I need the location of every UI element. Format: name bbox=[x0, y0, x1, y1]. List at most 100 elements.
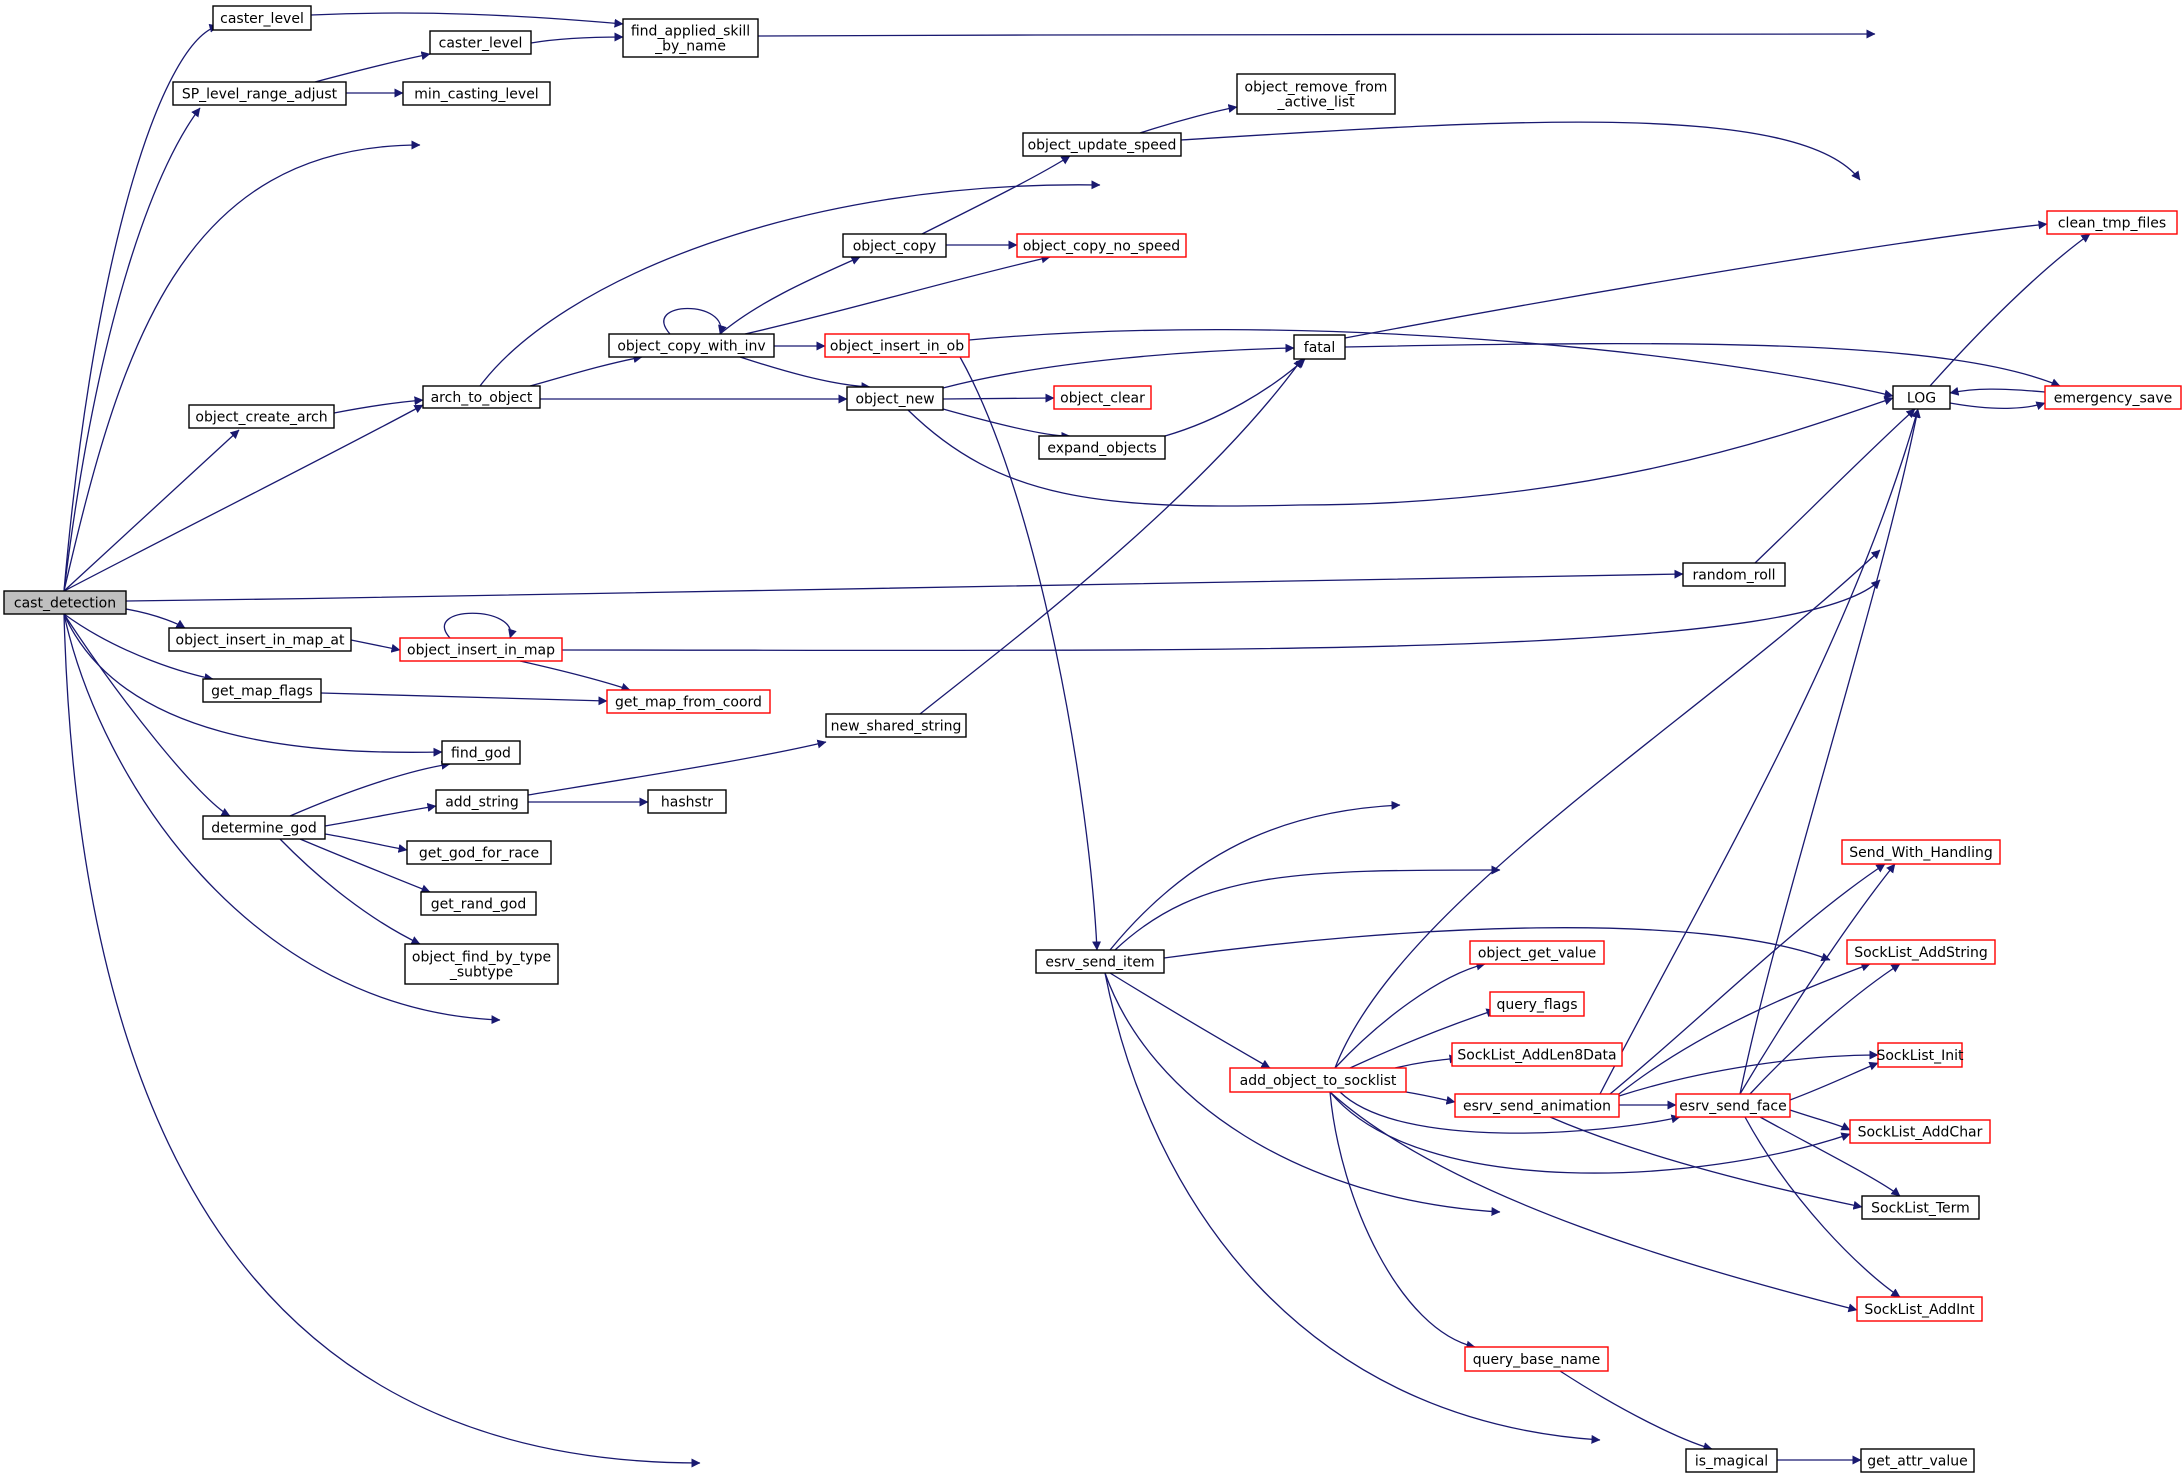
node-socklist-term[interactable]: SockList_Term bbox=[1861, 1195, 1980, 1220]
edge-line bbox=[527, 739, 827, 796]
node-label: get_god_for_race bbox=[419, 846, 539, 862]
node-esrv-send-face[interactable]: esrv_send_face bbox=[1675, 1093, 1791, 1118]
node-object-remove-from-active-list[interactable]: object_remove_from_active_list bbox=[1236, 73, 1396, 115]
edge-esrv_send_animation-to-send_with_handling bbox=[1609, 863, 1886, 1095]
node-send-with-handling[interactable]: Send_With_Handling bbox=[1841, 839, 2001, 865]
node-label: esrv_send_face bbox=[1679, 1099, 1786, 1115]
node-caster-level-1[interactable]: caster_level bbox=[212, 5, 312, 31]
edge-line bbox=[959, 356, 1102, 951]
edge-cast_detection-to-arch_to_object bbox=[63, 404, 424, 592]
node-sp-level-range-adjust[interactable]: SP_level_range_adjust bbox=[172, 81, 347, 106]
edge-determine_god-to-get_god_for_race bbox=[324, 833, 408, 853]
node-label: esrv_send_animation bbox=[1463, 1099, 1611, 1115]
node-object-find-by-type-subtype[interactable]: object_find_by_type_subtype bbox=[404, 943, 559, 985]
node-box bbox=[1464, 1346, 1609, 1372]
node-label: is_magical bbox=[1695, 1454, 1768, 1470]
node-box bbox=[608, 333, 775, 358]
edge-line bbox=[719, 256, 861, 335]
edge-object_insert_in_ob-to-log bbox=[968, 328, 1894, 399]
edge-line bbox=[299, 838, 431, 894]
node-object-clear[interactable]: object_clear bbox=[1053, 385, 1152, 410]
node-new-shared-string[interactable]: new_shared_string bbox=[825, 713, 967, 738]
node-label: Send_With_Handling bbox=[1849, 845, 1992, 861]
node-emergency-save[interactable]: emergency_save bbox=[2044, 385, 2182, 410]
node-query-base-name[interactable]: query_base_name bbox=[1464, 1346, 1609, 1372]
edge-object_copy_with_inv-to-object_copy_with_inv bbox=[663, 307, 727, 335]
node-label: _by_name bbox=[654, 39, 726, 55]
node-box bbox=[1849, 1119, 1991, 1144]
node-object-insert-in-map-at[interactable]: object_insert_in_map_at bbox=[168, 627, 352, 652]
node-arch-to-object[interactable]: arch_to_object bbox=[422, 385, 541, 409]
node-object-insert-in-map[interactable]: object_insert_in_map bbox=[399, 637, 563, 662]
node-random-roll[interactable]: random_roll bbox=[1682, 562, 1786, 587]
node-cast-detection[interactable]: cast_detection bbox=[3, 590, 127, 615]
node-get-rand-god[interactable]: get_rand_god bbox=[420, 891, 537, 916]
node-query-flags[interactable]: query_flags bbox=[1489, 991, 1585, 1017]
node-object-update-speed[interactable]: object_update_speed bbox=[1022, 132, 1182, 157]
node-box bbox=[1469, 940, 1605, 965]
edge-line bbox=[1329, 1091, 1851, 1174]
node-label: object_find_by_type bbox=[412, 950, 551, 966]
node-is-magical[interactable]: is_magical bbox=[1685, 1448, 1778, 1473]
edge-object_insert_in_map-to-get_map_from_coord bbox=[519, 660, 631, 692]
edge-esrv_send_face-to-socklist_term bbox=[1759, 1116, 1901, 1197]
node-clean-tmp-files[interactable]: clean_tmp_files bbox=[2046, 210, 2178, 235]
node-socklist-addint[interactable]: SockList_AddInt bbox=[1856, 1296, 1983, 1322]
node-esrv-send-item[interactable]: esrv_send_item bbox=[1035, 949, 1165, 974]
node-object-copy-with-inv[interactable]: object_copy_with_inv bbox=[608, 333, 775, 358]
node-object-get-value[interactable]: object_get_value bbox=[1469, 940, 1605, 965]
node-get-god-for-race[interactable]: get_god_for_race bbox=[406, 840, 552, 865]
node-get-attr-value[interactable]: get_attr_value bbox=[1860, 1448, 1975, 1473]
edge-esrv_send_animation-to-socklist_addstring bbox=[1618, 962, 1871, 1095]
node-expand-objects[interactable]: expand_objects bbox=[1038, 435, 1166, 460]
edge-line bbox=[1114, 865, 1501, 951]
node-box bbox=[1038, 435, 1166, 460]
node-label: object_copy_no_speed bbox=[1023, 239, 1180, 255]
edge-line bbox=[1549, 1116, 1863, 1210]
node-box bbox=[1841, 839, 2001, 865]
node-caster-level-2[interactable]: caster_level bbox=[429, 30, 532, 55]
node-label: find_applied_skill bbox=[631, 24, 750, 40]
node-box bbox=[1856, 1296, 1983, 1322]
edge-esrv_send_item-to-socklist_addint bbox=[1104, 972, 1601, 1444]
edge-line bbox=[1744, 1116, 1901, 1298]
node-label: hashstr bbox=[661, 795, 713, 811]
node-object-copy-no-speed[interactable]: object_copy_no_speed bbox=[1016, 233, 1187, 258]
node-fatal[interactable]: fatal bbox=[1293, 334, 1346, 360]
edge-cast_detection-to-caster_level_1 bbox=[63, 23, 219, 592]
node-socklist-init[interactable]: SockList_Init bbox=[1876, 1042, 1964, 1068]
node-find-god[interactable]: find_god bbox=[441, 740, 521, 765]
node-log[interactable]: LOG bbox=[1892, 385, 1951, 410]
node-find-applied-skill-by-name[interactable]: find_applied_skill_by_name bbox=[622, 18, 759, 58]
node-object-copy[interactable]: object_copy bbox=[842, 233, 947, 258]
node-add-object-to-socklist[interactable]: add_object_to_socklist bbox=[1229, 1067, 1407, 1093]
node-get-map-from-coord[interactable]: get_map_from_coord bbox=[606, 689, 771, 714]
node-label: SockList_AddString bbox=[1854, 945, 1988, 961]
node-determine-god[interactable]: determine_god bbox=[202, 815, 326, 840]
node-box bbox=[1293, 334, 1346, 360]
node-box bbox=[1016, 233, 1187, 258]
node-box bbox=[441, 740, 521, 765]
node-object-new[interactable]: object_new bbox=[846, 386, 944, 411]
node-socklist-addstring[interactable]: SockList_AddString bbox=[1846, 939, 1996, 965]
node-esrv-send-animation[interactable]: esrv_send_animation bbox=[1454, 1093, 1620, 1118]
node-label: object_new bbox=[855, 392, 934, 408]
node-label: object_copy_with_inv bbox=[617, 339, 765, 355]
node-box bbox=[406, 840, 552, 865]
node-box bbox=[422, 385, 541, 409]
node-get-map-flags[interactable]: get_map_flags bbox=[202, 678, 322, 703]
node-box bbox=[824, 333, 970, 358]
edge-line bbox=[1749, 963, 1901, 1095]
edge-esrv_send_face-to-send_with_handling bbox=[1739, 863, 1896, 1095]
edge-line bbox=[1739, 408, 1921, 1095]
node-min-casting-level[interactable]: min_casting_level bbox=[402, 81, 551, 106]
node-hashstr[interactable]: hashstr bbox=[647, 789, 727, 814]
edge-arch_to_object-to-object_copy_with_inv bbox=[529, 354, 643, 387]
node-add-string[interactable]: add_string bbox=[435, 789, 529, 814]
node-socklist-addlen8data[interactable]: SockList_AddLen8Data bbox=[1451, 1042, 1623, 1067]
node-object-create-arch[interactable]: object_create_arch bbox=[188, 404, 335, 429]
node-object-insert-in-ob[interactable]: object_insert_in_ob bbox=[824, 333, 970, 358]
node-label: find_god bbox=[451, 746, 511, 762]
node-label: add_object_to_socklist bbox=[1240, 1073, 1397, 1089]
node-socklist-addchar[interactable]: SockList_AddChar bbox=[1849, 1119, 1991, 1144]
